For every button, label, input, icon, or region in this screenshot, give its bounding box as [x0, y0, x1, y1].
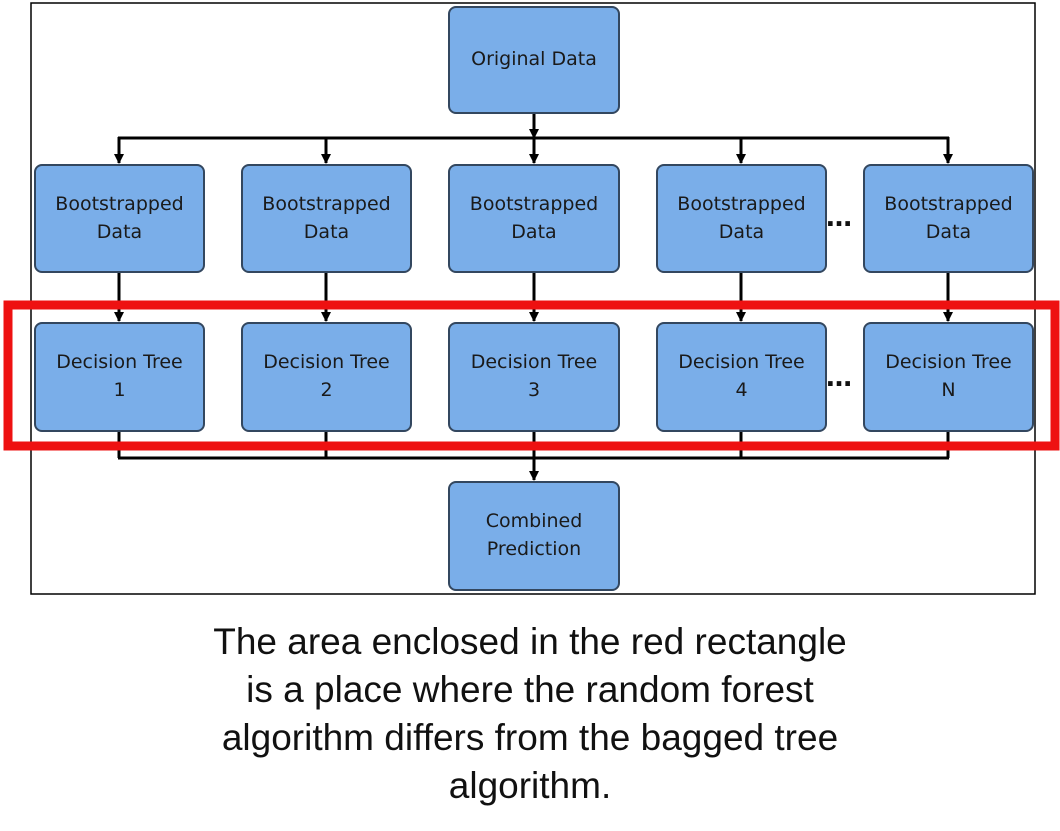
- tree-label-line1: Decision Tree: [470, 351, 598, 374]
- caption: The area enclosed in the red rectangle i…: [130, 618, 930, 810]
- tree-label-line2: 3: [527, 379, 541, 401]
- decision-tree-box-1: Decision Tree 1: [34, 322, 205, 432]
- bootstrapped-label-line2: Data: [96, 220, 143, 243]
- combined-label-line1: Combined: [485, 510, 583, 533]
- original-data-label: Original Data: [471, 48, 597, 71]
- bootstrapped-label-line2: Data: [718, 220, 765, 243]
- bootstrapped-label-line1: Bootstrapped: [469, 192, 599, 215]
- tree-label-line2: 2: [320, 379, 333, 401]
- caption-line-3: algorithm differs from the bagged tree: [221, 717, 839, 758]
- caption-line-2: is a place where the random forest: [246, 669, 814, 710]
- caption-line-1: The area enclosed in the red rectangle: [213, 621, 847, 662]
- tree-label-line1: Decision Tree: [885, 351, 1012, 374]
- caption-line-4: algorithm.: [448, 765, 612, 806]
- bootstrapped-label-line2: Data: [925, 220, 972, 243]
- bootstrapped-label-line2: Data: [511, 220, 557, 243]
- bootstrapped-label-line1: Bootstrapped: [55, 192, 184, 215]
- combined-label-line2: Prediction: [486, 538, 582, 560]
- decision-tree-box-3: Decision Tree 3: [448, 322, 620, 432]
- bootstrapped-label-line2: Data: [303, 220, 350, 243]
- tree-label-line2: 1: [113, 379, 126, 401]
- tree-label-line2: 4: [735, 379, 748, 401]
- ellipsis-trees: …: [826, 363, 853, 393]
- diagram-frame: [30, 2, 1036, 595]
- decision-tree-box-4: Decision Tree 4: [656, 322, 827, 432]
- tree-label-line2: N: [941, 379, 956, 401]
- bootstrapped-label-line1: Bootstrapped: [262, 192, 391, 215]
- bootstrapped-label-line1: Bootstrapped: [677, 192, 806, 215]
- tree-label-line1: Decision Tree: [263, 351, 390, 374]
- original-data-box: Original Data: [448, 6, 620, 114]
- bootstrapped-label-line1: Bootstrapped: [884, 192, 1013, 215]
- ellipsis-bootstrapped: …: [826, 203, 853, 233]
- decision-tree-box-2: Decision Tree 2: [241, 322, 412, 432]
- tree-label-line1: Decision Tree: [56, 351, 183, 374]
- tree-label-line1: Decision Tree: [678, 351, 805, 374]
